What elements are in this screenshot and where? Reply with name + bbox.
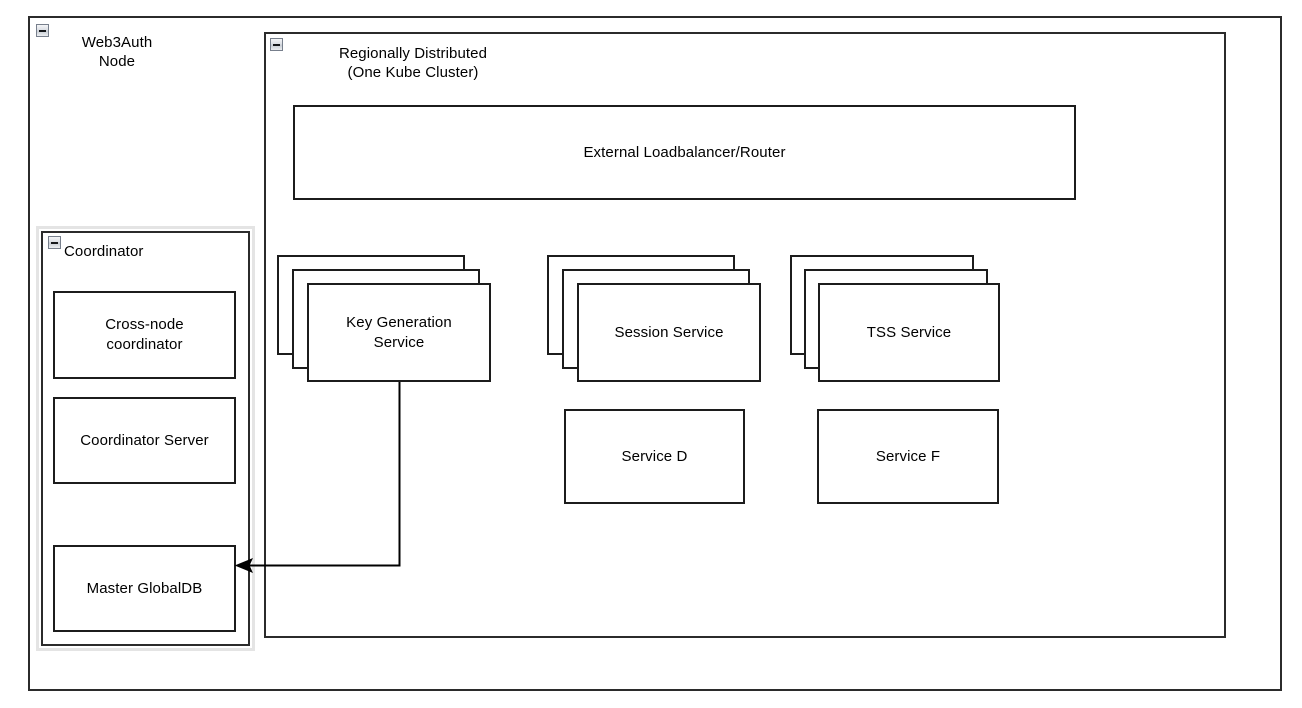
node-service-f[interactable]: Service F	[817, 409, 999, 504]
stack-tss-service[interactable]: TSS Service	[790, 255, 1006, 383]
node-session-service[interactable]: Session Service	[577, 283, 761, 382]
group-label-web3auth-node: Web3Auth Node	[81, 34, 153, 70]
group-label-coordinator: Coordinator	[64, 243, 144, 260]
node-service-d[interactable]: Service D	[564, 409, 745, 504]
collapse-minus-icon-web3auth-node[interactable]	[36, 24, 49, 37]
node-external-loadbalancer-router[interactable]: External Loadbalancer/Router	[293, 105, 1076, 200]
node-cross-node-coordinator[interactable]: Cross-node coordinator	[53, 291, 236, 379]
collapse-minus-icon-coordinator[interactable]	[48, 236, 61, 249]
group-label-kube-cluster: Regionally Distributed (One Kube Cluster…	[338, 45, 488, 81]
node-master-globaldb[interactable]: Master GlobalDB	[53, 545, 236, 632]
node-coordinator-server[interactable]: Coordinator Server	[53, 397, 236, 484]
stack-key-generation-service[interactable]: Key Generation Service	[277, 255, 493, 383]
collapse-minus-icon-kube-cluster[interactable]	[270, 38, 283, 51]
node-key-generation-service[interactable]: Key Generation Service	[307, 283, 491, 382]
stack-session-service[interactable]: Session Service	[547, 255, 763, 383]
node-tss-service[interactable]: TSS Service	[818, 283, 1000, 382]
